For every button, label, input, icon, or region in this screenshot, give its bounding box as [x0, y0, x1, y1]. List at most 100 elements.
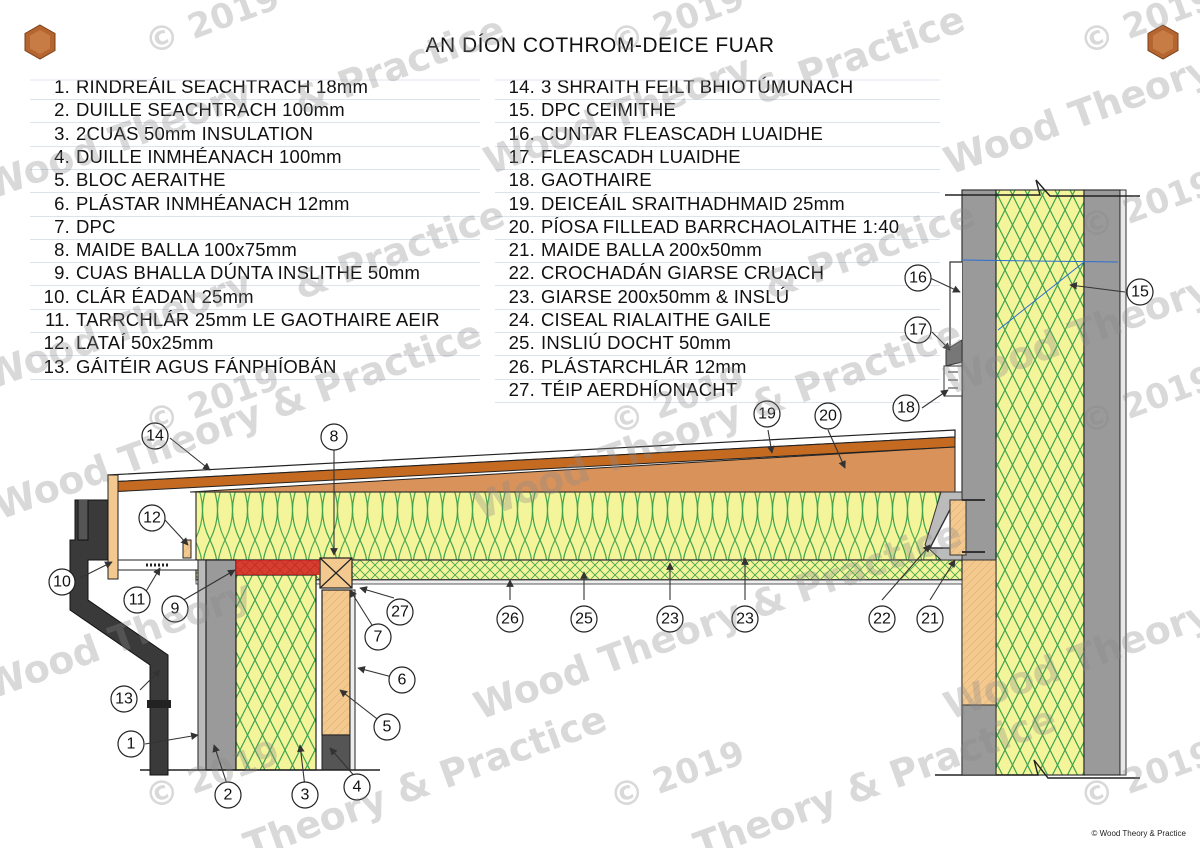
callout-circle: [814, 402, 842, 430]
legend-text: CROCHADÁN GIARSE CRUACH: [541, 262, 825, 284]
callout-circle: [386, 598, 414, 626]
roof-deck: [107, 429, 956, 580]
upper-wall-inner-leaf: [1083, 189, 1121, 776]
callout-label: 21: [921, 611, 939, 628]
callout-circle: [753, 400, 781, 428]
watermark-text: Wood Theory: [938, 46, 1200, 184]
legend-number: 24.: [508, 309, 535, 330]
legend-ruling: [30, 355, 480, 357]
legend-ruling: [495, 308, 940, 310]
callout-circle: [731, 605, 759, 633]
legend-item: 24.CISEAL RIALAITHE GAILE: [495, 309, 771, 331]
legend-number: 12.: [43, 332, 70, 354]
lower-wallplate-timber: [961, 559, 997, 706]
callout-circle: [364, 623, 392, 651]
legend-number: 15.: [508, 99, 535, 121]
gutter-downpipe: [69, 499, 171, 776]
legend-ruling: [30, 99, 480, 100]
legend-number: 17.: [508, 145, 535, 167]
callout-circle: [214, 781, 242, 809]
legend-item: 25.INSLIÚ DOCHT 50mm: [495, 332, 731, 354]
legend-number: 10.: [43, 285, 70, 307]
callout-circle: [388, 666, 416, 694]
legend-ruling: [30, 378, 480, 380]
legend-ruling: [30, 308, 480, 310]
callout-label: 26: [501, 611, 519, 628]
callout-circle: [343, 773, 371, 801]
callout-label: 14: [146, 428, 164, 445]
ceiling-joists: [195, 491, 985, 585]
callout-label: 23: [661, 611, 679, 628]
upper-wall-break-top: [945, 179, 1140, 197]
logo-left: [22, 24, 58, 60]
legend-item: 8.MAIDE BALLA 100x75mm: [30, 239, 297, 261]
callout-label: 8: [330, 429, 339, 446]
legend-text: DEICEÁIL SRAITHADHMAID 25mm: [541, 192, 845, 214]
legend-ruling: [495, 285, 940, 287]
legend-ruling: [495, 355, 940, 357]
inner-leaf-block: [321, 734, 351, 771]
watermark-text: & Practice: [288, 7, 510, 124]
callout-circle: [904, 264, 932, 292]
legend-number: 23.: [508, 285, 535, 307]
legend-item: 3.2CUAS 50mm INSULATION: [30, 123, 313, 145]
legend-item: 12. LATAÍ 50x25mm: [30, 332, 214, 354]
watermark-text: Wood Theory: [478, 46, 758, 184]
callout-circle: [916, 605, 944, 633]
legend-text: DPC CEIMITHE: [541, 99, 676, 121]
watermark-text: & Practice: [748, 0, 970, 113]
callout-circle: [161, 595, 189, 623]
watermark-text: © 2019: [1074, 163, 1200, 249]
callout-label: 27: [391, 604, 409, 621]
legend-number: 6.: [54, 192, 70, 214]
legend-item: 9.CUAS BHALLA DÚNTA INSLITHE 50mm: [30, 262, 420, 284]
legend-ruling: [495, 401, 940, 403]
legend-number: 25.: [508, 332, 535, 354]
callout-circle: [496, 605, 524, 633]
legend-ruling: [495, 262, 940, 264]
internal-plaster: [349, 589, 356, 771]
callout-circle: [291, 781, 319, 809]
legend-ruling: [30, 262, 480, 264]
soffit: [117, 559, 199, 571]
callout-circle: [110, 685, 138, 713]
legend-item: 21.MAIDE BALLA 200x50mm: [495, 239, 762, 261]
callout-circle: [868, 605, 896, 633]
watermark-text: & Practice: [758, 192, 980, 309]
legend-number: 4.: [54, 145, 70, 167]
wall-plate-200x50: [949, 499, 967, 556]
legend-text: DUILLE INMHÉANACH 100mm: [76, 145, 342, 167]
legend-text: PÍOSA FILLEAD BARRCHAOLAITHE 1:40: [541, 215, 900, 237]
callout-label: 19: [758, 406, 776, 423]
callout-label: 10: [53, 574, 71, 591]
logo-right: [1145, 24, 1181, 60]
legend-number: 20.: [508, 215, 535, 237]
callout-label: 15: [1131, 284, 1149, 301]
callout-circle: [904, 316, 932, 344]
flashing-detail: [943, 261, 963, 397]
legend-item: 18.GAOTHAIRE: [495, 169, 652, 191]
callout-label: 18: [897, 400, 915, 417]
legend-text: 3 SHRAITH FEILT BHIOTÚMUNACH: [541, 76, 854, 97]
callout-label: 23: [736, 611, 754, 628]
callout-circle: [138, 504, 166, 532]
legend-number: 1.: [54, 76, 70, 97]
legend-text: MAIDE BALLA 200x50mm: [541, 239, 762, 261]
legend-text: LATAÍ 50x25mm: [76, 332, 214, 354]
callout-circle: [373, 713, 401, 741]
upper-wall: [935, 179, 1140, 779]
legend-text: BLOC AERAITHE: [76, 169, 226, 191]
callout-label: 12: [143, 510, 161, 527]
plasterboard: [195, 579, 963, 585]
legend-item: 7.DPC: [30, 216, 116, 238]
batten: [182, 539, 192, 559]
legend-text: CUNTAR FLEASCADH LUAIDHE: [541, 122, 824, 144]
legend-item: 23.GIARSE 200x50mm & INSLÚ: [495, 286, 789, 308]
legend-number: 14.: [508, 76, 535, 97]
legend-item: 5.BLOC AERAITHE: [30, 169, 226, 191]
legend-ruling: [30, 168, 480, 170]
callout-label: 13: [115, 691, 133, 708]
legend-number: 8.: [54, 239, 70, 261]
